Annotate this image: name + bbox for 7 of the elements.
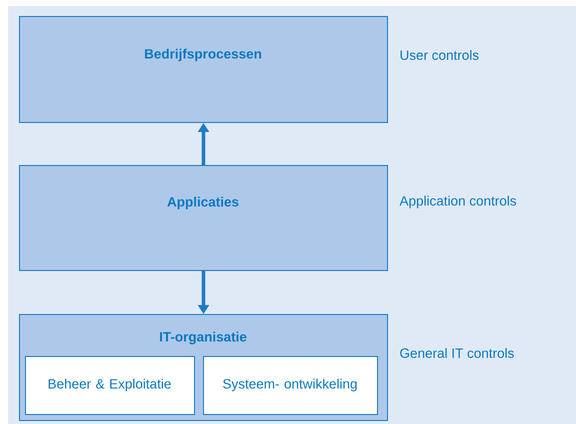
- layer-box: Applicaties: [19, 165, 388, 271]
- sub-box: Systeem- ontwikkeling: [203, 356, 378, 415]
- side-label: Application controls: [400, 196, 516, 208]
- side-label: User controls: [400, 50, 479, 60]
- sub-box: Beheer & Exploitatie: [25, 356, 195, 415]
- side-label: General IT controls: [400, 348, 514, 358]
- layer-box: Bedrijfsprocessen: [19, 16, 388, 123]
